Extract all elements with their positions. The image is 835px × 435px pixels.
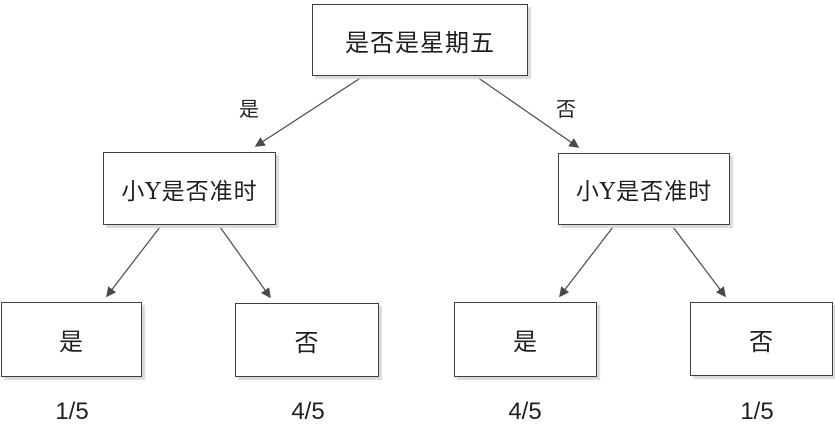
node-is-y-on-time-left: 小Y是否准时 xyxy=(103,152,276,225)
edge-label-no: 否 xyxy=(556,97,576,121)
probability-label: 4/5 xyxy=(291,398,325,425)
probability-label: 1/5 xyxy=(55,398,89,425)
leaf-no-right: 否 xyxy=(690,302,833,376)
arrow-rightnode-to-leaf3 xyxy=(559,226,614,298)
leaf-no-left: 否 xyxy=(235,303,379,377)
node-is-it-friday: 是否是星期五 xyxy=(312,4,528,76)
probability-label: 1/5 xyxy=(740,398,774,425)
arrow-leftnode-to-leaf1 xyxy=(106,226,161,298)
leaf-label: 否 xyxy=(294,328,320,357)
arrow-rightnode-to-leaf4 xyxy=(672,226,726,298)
probability-label: 4/5 xyxy=(508,398,542,425)
node-label: 是否是星期五 xyxy=(345,28,495,57)
leaf-label: 是 xyxy=(513,328,538,356)
edge-label-yes: 是 xyxy=(239,97,259,121)
arrow-leftnode-to-leaf2 xyxy=(219,226,271,299)
arrow-root-to-left-node xyxy=(254,76,363,147)
leaf-yes-right: 是 xyxy=(454,302,597,377)
node-is-y-on-time-right: 小Y是否准时 xyxy=(558,153,730,225)
node-label: 小Y是否准时 xyxy=(575,179,713,205)
leaf-yes-left: 是 xyxy=(1,302,142,377)
node-label: 小Y是否准时 xyxy=(121,178,258,205)
leaf-label: 是 xyxy=(59,328,84,356)
leaf-label: 否 xyxy=(749,327,774,356)
